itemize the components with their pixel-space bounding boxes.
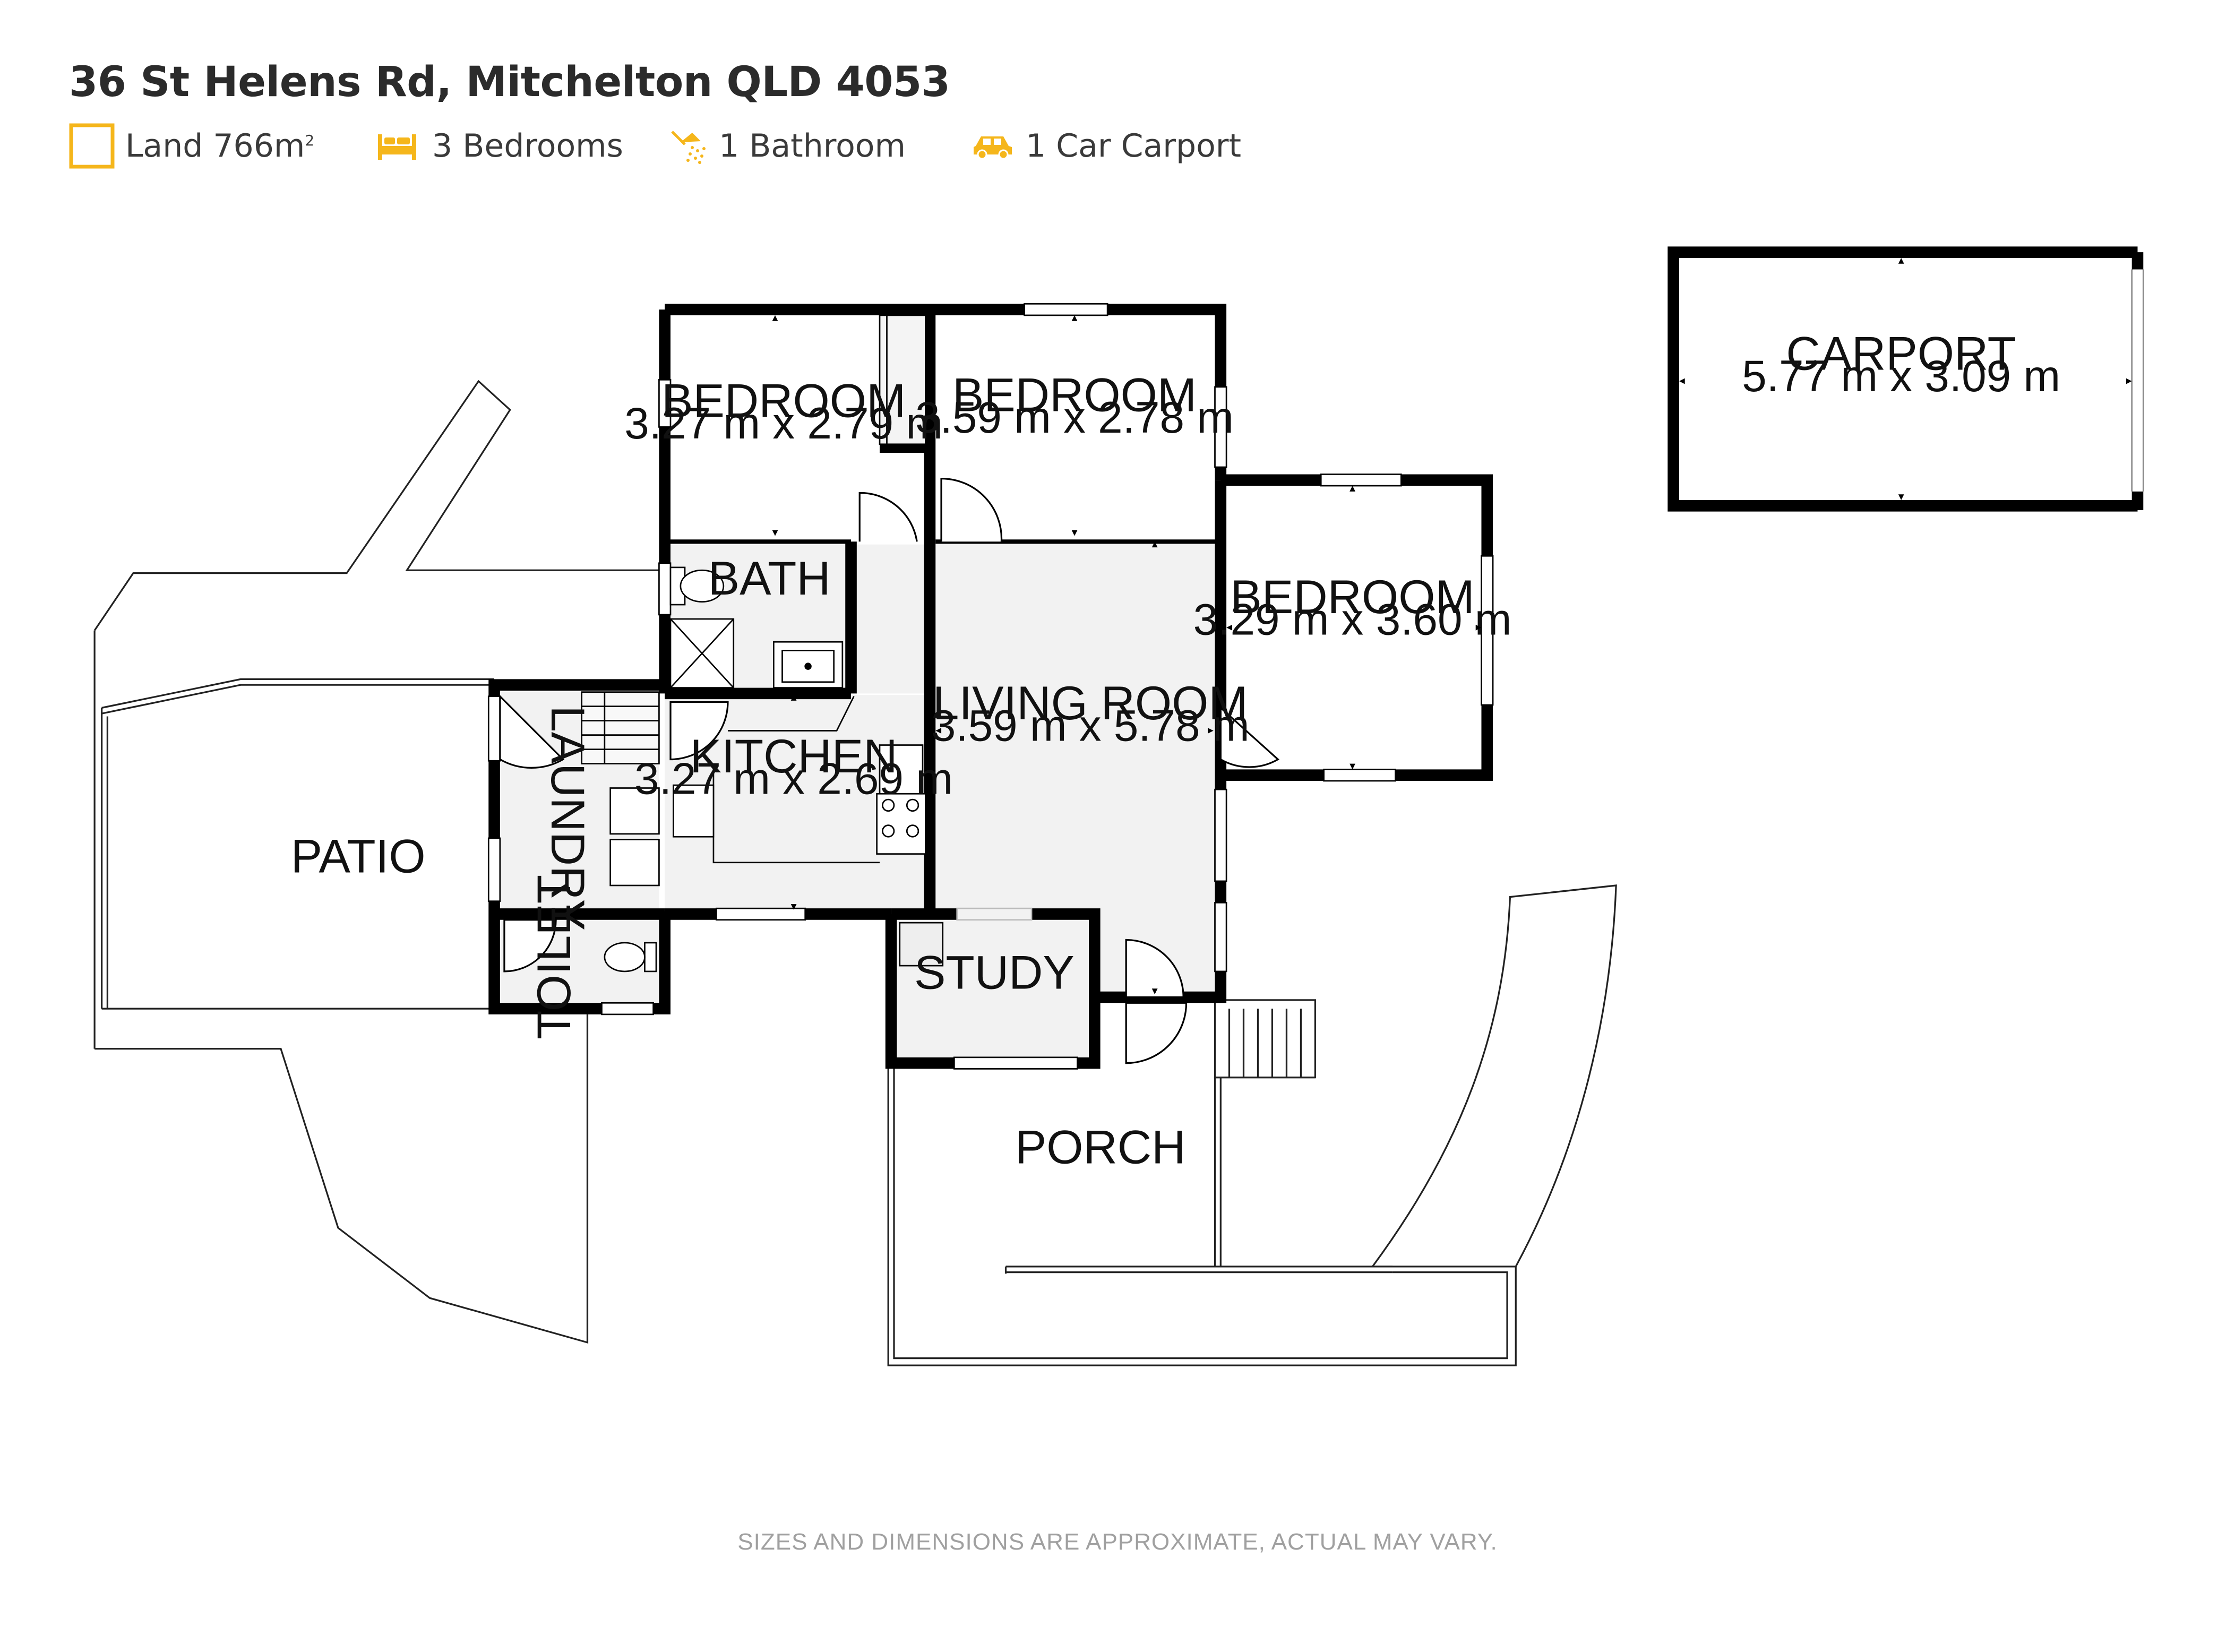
door-bedroom2 bbox=[940, 477, 1003, 542]
dimension-ticks bbox=[772, 257, 2132, 995]
window bbox=[601, 1002, 654, 1016]
stat-bedrooms: 3 Bedrooms bbox=[377, 125, 623, 167]
kitchen-sink bbox=[673, 784, 715, 838]
fridge-space bbox=[879, 744, 924, 795]
room-bedroom2-name: BEDROOM bbox=[952, 368, 1197, 421]
laundry-tub bbox=[609, 787, 660, 835]
window bbox=[487, 695, 501, 762]
stat-bathrooms: 1 Bathroom bbox=[669, 125, 906, 167]
stat-carport-label: 1 Car Carport bbox=[1026, 127, 1241, 165]
window bbox=[1214, 902, 1227, 973]
window bbox=[716, 907, 806, 921]
room-bedroom1-dims: 3.27 m x 2.79 m bbox=[624, 398, 943, 448]
room-bedroom2-dims: 3.59 m x 2.78 m bbox=[915, 392, 1234, 442]
stat-carport: 1 Car Carport bbox=[972, 125, 1241, 167]
room-living-name: LIVING ROOM bbox=[933, 676, 1248, 729]
door-bedroom3 bbox=[1219, 705, 1279, 768]
room-kitchen-name: KITCHEN bbox=[690, 729, 898, 782]
door-bedroom1 bbox=[858, 492, 918, 542]
door-kitchen bbox=[669, 701, 729, 761]
driveway-outline bbox=[1372, 884, 1617, 1267]
window bbox=[1024, 303, 1108, 316]
room-carport-dims: 5.77 m x 3.09 m bbox=[1742, 351, 2060, 401]
lower-left-outline bbox=[94, 1014, 589, 1344]
room-labels: BEDROOM 3.27 m x 2.79 m BEDROOM 3.59 m x… bbox=[291, 326, 2060, 1173]
room-porch-name: PORCH bbox=[1015, 1121, 1186, 1174]
room-kitchen-dims: 3.27 m x 2.69 m bbox=[634, 753, 953, 803]
room-bedroom3-dims: 3.29 m x 3.60 m bbox=[1193, 595, 1512, 644]
room-bedroom3-name: BEDROOM bbox=[1231, 570, 1475, 623]
outdoor-outlines bbox=[93, 380, 1617, 1366]
hall-floor bbox=[851, 544, 932, 694]
stat-land-sup: 2 bbox=[305, 132, 315, 149]
room-bedroom1-name: BEDROOM bbox=[661, 374, 906, 427]
window bbox=[658, 379, 672, 428]
window bbox=[1214, 386, 1227, 468]
washing-machine bbox=[609, 839, 660, 887]
path-outline bbox=[93, 380, 659, 631]
room-living-dims: 3.59 m x 5.78 m bbox=[931, 700, 1250, 750]
window bbox=[1481, 555, 1494, 706]
property-address: 36 St Helens Rd, Mitchelton QLD 4053 bbox=[69, 58, 950, 106]
stat-bathrooms-label: 1 Bathroom bbox=[719, 127, 906, 165]
room-patio-name: PATIO bbox=[291, 830, 426, 883]
window bbox=[658, 562, 672, 616]
bed-icon bbox=[378, 134, 416, 160]
window bbox=[1214, 788, 1227, 882]
window bbox=[953, 1056, 1078, 1070]
study-cabinet bbox=[899, 922, 944, 967]
shower-icon bbox=[671, 131, 706, 164]
toilet-bowl bbox=[604, 942, 646, 973]
internal-stairs bbox=[581, 691, 660, 764]
stat-bedrooms-label: 3 Bedrooms bbox=[432, 127, 623, 165]
doors bbox=[499, 477, 1279, 1064]
door-toilet bbox=[503, 919, 557, 973]
room-toilet-name: TOILET bbox=[527, 875, 580, 1039]
fixtures bbox=[581, 314, 944, 973]
bath-toilet-bowl bbox=[680, 569, 725, 603]
stat-land-label: Land 766m bbox=[125, 127, 305, 165]
door-laundry bbox=[499, 694, 565, 769]
land-square-icon bbox=[69, 123, 115, 169]
room-study-name: STUDY bbox=[914, 945, 1074, 999]
room-laundry-name: LAUNDRY bbox=[541, 705, 595, 931]
window bbox=[487, 837, 501, 902]
stat-land: Land 766m2 bbox=[69, 123, 315, 169]
porch-outline bbox=[887, 1067, 1517, 1366]
window bbox=[1323, 769, 1396, 782]
door-front-inner bbox=[1125, 939, 1184, 999]
window bbox=[1320, 474, 1402, 487]
room-carport-name: CARPORT bbox=[1786, 326, 2016, 380]
disclaimer: SIZES AND DIMENSIONS ARE APPROXIMATE, AC… bbox=[737, 1529, 1498, 1555]
windows bbox=[487, 303, 1494, 1070]
car-icon bbox=[974, 136, 1012, 160]
door-front-outer bbox=[1125, 1002, 1188, 1064]
room-bath-name: BATH bbox=[708, 552, 831, 605]
carport bbox=[1667, 246, 2144, 512]
opening bbox=[956, 907, 1033, 921]
